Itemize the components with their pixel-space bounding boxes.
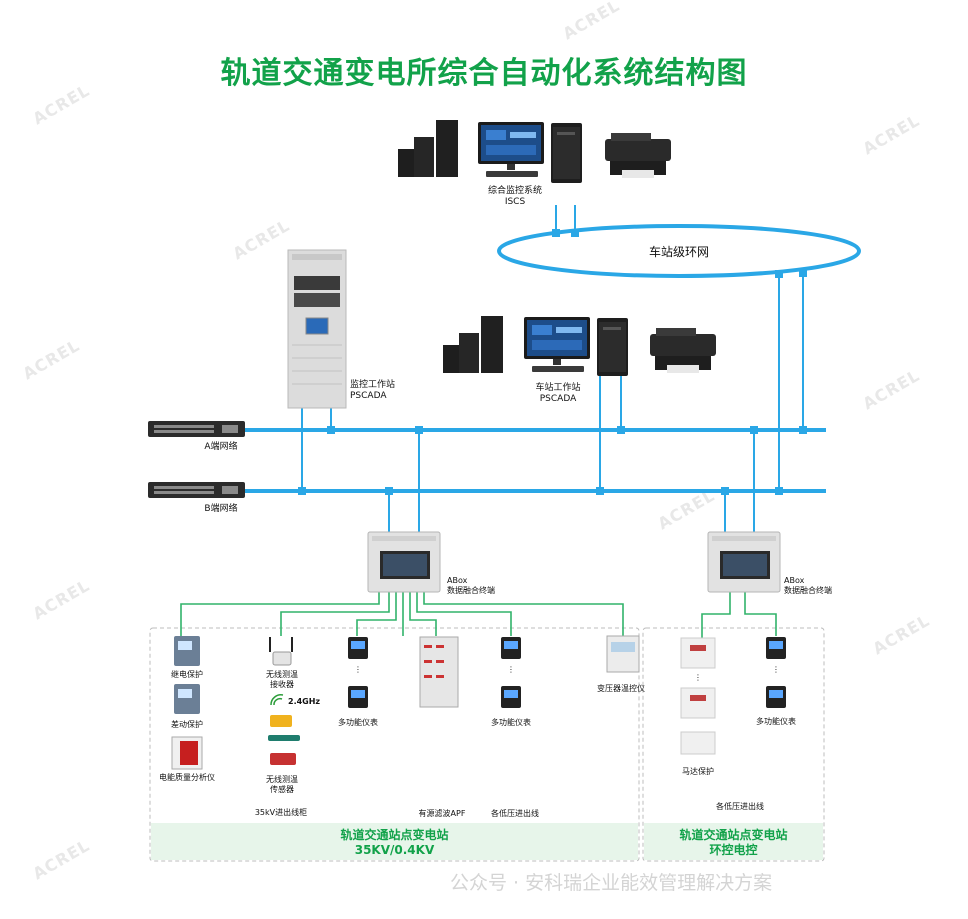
meter-left-label: 多功能仪表 <box>338 718 378 727</box>
motor-protection-label: 马达保护 <box>682 767 714 776</box>
meter-icons <box>348 637 786 708</box>
network-a-label: A端网络 <box>204 442 238 452</box>
network-junctions <box>298 229 807 495</box>
panel-right-border <box>642 627 825 862</box>
tower-pc-iscs <box>551 123 582 183</box>
differential-protection-device <box>174 684 200 714</box>
meter-right-label: 多功能仪表 <box>756 717 796 726</box>
wireless-sensors <box>268 715 300 765</box>
pscada-cabinet <box>287 249 347 409</box>
field-bus-right <box>701 592 777 640</box>
transformer-controller-label: 变压器温控仪 <box>597 684 645 693</box>
footer-watermark: 公众号 · 安科瑞企业能效管理解决方案 <box>450 872 773 894</box>
page-title: 轨道交通变电所综合自动化系统结构图 <box>220 56 748 91</box>
abox-right <box>707 531 781 593</box>
abox-left <box>367 531 441 593</box>
panel-right-caption: 轨道交通站点变电站环控电控 <box>679 828 788 857</box>
monitor-station <box>524 317 590 372</box>
switch-a <box>148 421 245 437</box>
panel-right-footer <box>644 823 823 860</box>
apf-label: 有源滤波APF <box>418 809 466 818</box>
power-quality-label: 电能质量分析仪 <box>159 773 215 782</box>
monitor-iscs <box>478 122 544 177</box>
wireless-receiver-label: 无线测温接收器 <box>266 670 298 689</box>
field-bus-left <box>180 592 624 636</box>
frequency-label: 2.4GHz <box>288 697 321 706</box>
apf-cabinet <box>419 636 459 708</box>
kv35-lines-label: 35kV进出线柜 <box>254 808 308 817</box>
server-towers-top <box>398 120 458 177</box>
motor-protection-devices <box>680 637 716 755</box>
switch-b <box>148 482 245 498</box>
dots-meter-mid: ⋮ <box>507 665 515 674</box>
server-towers-station <box>443 316 503 373</box>
differential-protection-label: 差动保护 <box>171 720 203 729</box>
relay-protection-device <box>174 636 200 666</box>
ring-network-label: 车站级环网 <box>648 245 709 259</box>
tower-pc-station <box>597 318 628 376</box>
panel-left-footer <box>151 823 638 860</box>
panel-left-border <box>149 627 640 862</box>
power-quality-analyzer <box>171 736 203 770</box>
printer-top <box>605 133 671 178</box>
wifi-icon <box>270 694 284 706</box>
wireless-receiver <box>269 637 293 666</box>
network-links <box>301 205 804 535</box>
wireless-sensor-label: 无线测温传感器 <box>266 775 298 794</box>
network-b-label: B端网络 <box>204 504 238 514</box>
station-ring-network <box>497 224 861 278</box>
lv-lines-left-label: 各低压进出线 <box>491 809 539 818</box>
printer-station <box>650 328 716 373</box>
dots-motor: ⋮ <box>694 673 702 682</box>
transformer-temp-controller <box>606 635 640 673</box>
dots-meter-left: ⋮ <box>354 665 362 674</box>
dots-meter-right: ⋮ <box>772 665 780 674</box>
relay-protection-label: 继电保护 <box>171 670 203 679</box>
lv-lines-right-label: 各低压进出线 <box>716 802 764 811</box>
meter-mid-label: 多功能仪表 <box>491 718 531 727</box>
